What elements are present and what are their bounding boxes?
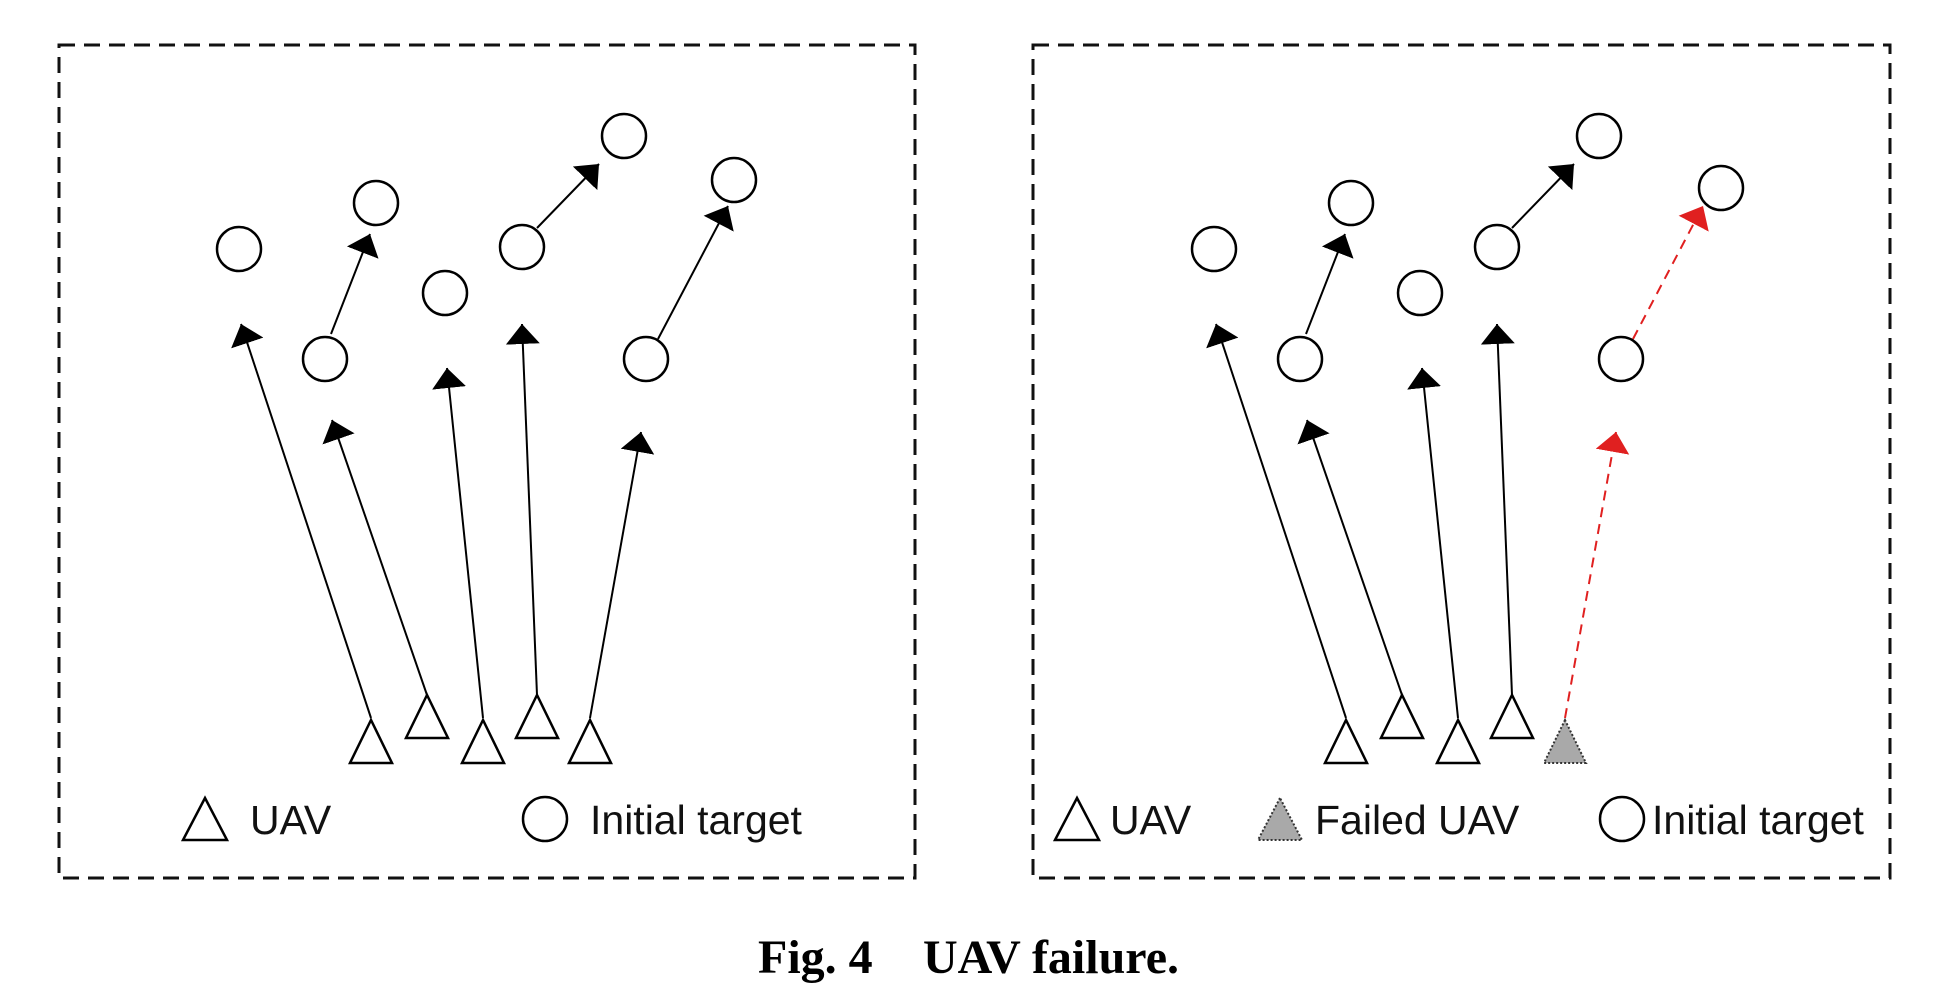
panel-frame [57,43,917,880]
panel-frame [1031,43,1892,880]
target-circle [421,269,469,317]
target-circle [600,112,648,160]
uav-triangle [347,717,395,765]
target-circle [622,335,670,383]
filled-triangle-icon [1256,795,1304,841]
paths [231,163,734,719]
target-circle [1396,269,1444,317]
uav-triangle [1434,717,1482,765]
legend-label-initial-target: Initial target [590,797,803,843]
target-circle [1473,223,1521,271]
target-circle [1190,225,1238,273]
uav-triangle [459,717,507,765]
legend-label-initial-target: Initial target [1652,797,1865,843]
failed-paths [1564,205,1709,719]
path-line [322,419,428,696]
path-line [1480,323,1515,696]
path-line [1206,323,1347,719]
triangle-icon [180,795,230,842]
legend: UAV Failed UAV Initial target [1052,795,1865,843]
path-line [231,323,372,719]
path-line [1305,233,1354,335]
failed-path-line [1632,205,1709,340]
figure-caption: Fig. 4 UAV failure. [758,931,1179,984]
legend: UAV Initial target [180,795,803,843]
targets [1190,112,1745,383]
target-circle [1597,335,1645,383]
panel-left: UAV Initial target [57,43,917,880]
circle-icon [1598,795,1646,843]
path-line [432,367,484,719]
uav-triangle [1488,692,1536,740]
circle-icon [521,795,569,843]
failed-uav-triangle [1542,717,1588,764]
legend-label-uav: UAV [1110,797,1192,843]
caption-title: UAV failure. [923,931,1179,984]
path-line [1407,367,1459,719]
uavs [347,692,614,765]
target-circle [710,156,758,204]
target-circle [498,223,546,271]
path-line [505,323,540,696]
legend-label-uav: UAV [250,797,332,843]
target-circle [301,335,349,383]
path-line [1297,419,1403,696]
uav-triangle [1322,717,1370,765]
failed-path-line [1564,431,1630,719]
path-line [330,233,379,335]
panel-right: UAV Failed UAV Initial target [1031,43,1892,880]
target-circle [1276,335,1324,383]
paths [1206,163,1575,719]
target-circle [215,225,263,273]
uav-triangle [403,692,451,740]
target-circle [1575,112,1623,160]
uav-triangle [513,692,561,740]
caption-fig-label: Fig. 4 [758,931,873,984]
legend-label-failed-uav: Failed UAV [1315,797,1520,843]
path-line [657,205,734,340]
path-line [1511,163,1575,229]
triangle-icon [1052,795,1102,842]
uavs [1322,692,1536,765]
target-circle [1327,179,1375,227]
path-line [589,431,655,719]
target-circle [1697,164,1745,212]
path-line [536,163,600,229]
target-circle [352,179,400,227]
uav-triangle [1378,692,1426,740]
targets [215,112,758,383]
uav-triangle [566,717,614,765]
